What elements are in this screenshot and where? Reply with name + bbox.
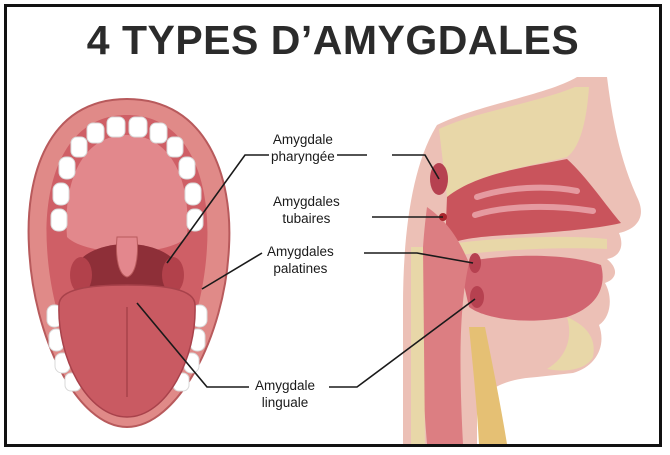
label-palatine-line2: palatines [267, 260, 334, 277]
label-pharyngeal-tonsil: Amygdale pharyngée [269, 131, 337, 165]
label-pharyngeal-line1: Amygdale [271, 131, 335, 148]
label-tubal-tonsils: Amygdales tubaires [271, 193, 342, 227]
label-tubal-line1: Amygdales [273, 193, 340, 210]
label-palatine-line1: Amygdales [267, 243, 334, 260]
label-lingual-tonsil: Amygdale linguale [253, 377, 317, 411]
label-pharyngeal-line2: pharyngée [271, 148, 335, 165]
sagittal-head-illustration [403, 77, 641, 444]
diagram-frame: 4 TYPES D’AMYGDALES [4, 4, 662, 447]
label-tubal-line2: tubaires [273, 210, 340, 227]
label-lingual-line1: Amygdale [255, 377, 315, 394]
label-palatine-tonsils: Amygdales palatines [265, 243, 336, 277]
lingual-tonsil [470, 286, 484, 308]
label-lingual-line2: linguale [255, 394, 315, 411]
